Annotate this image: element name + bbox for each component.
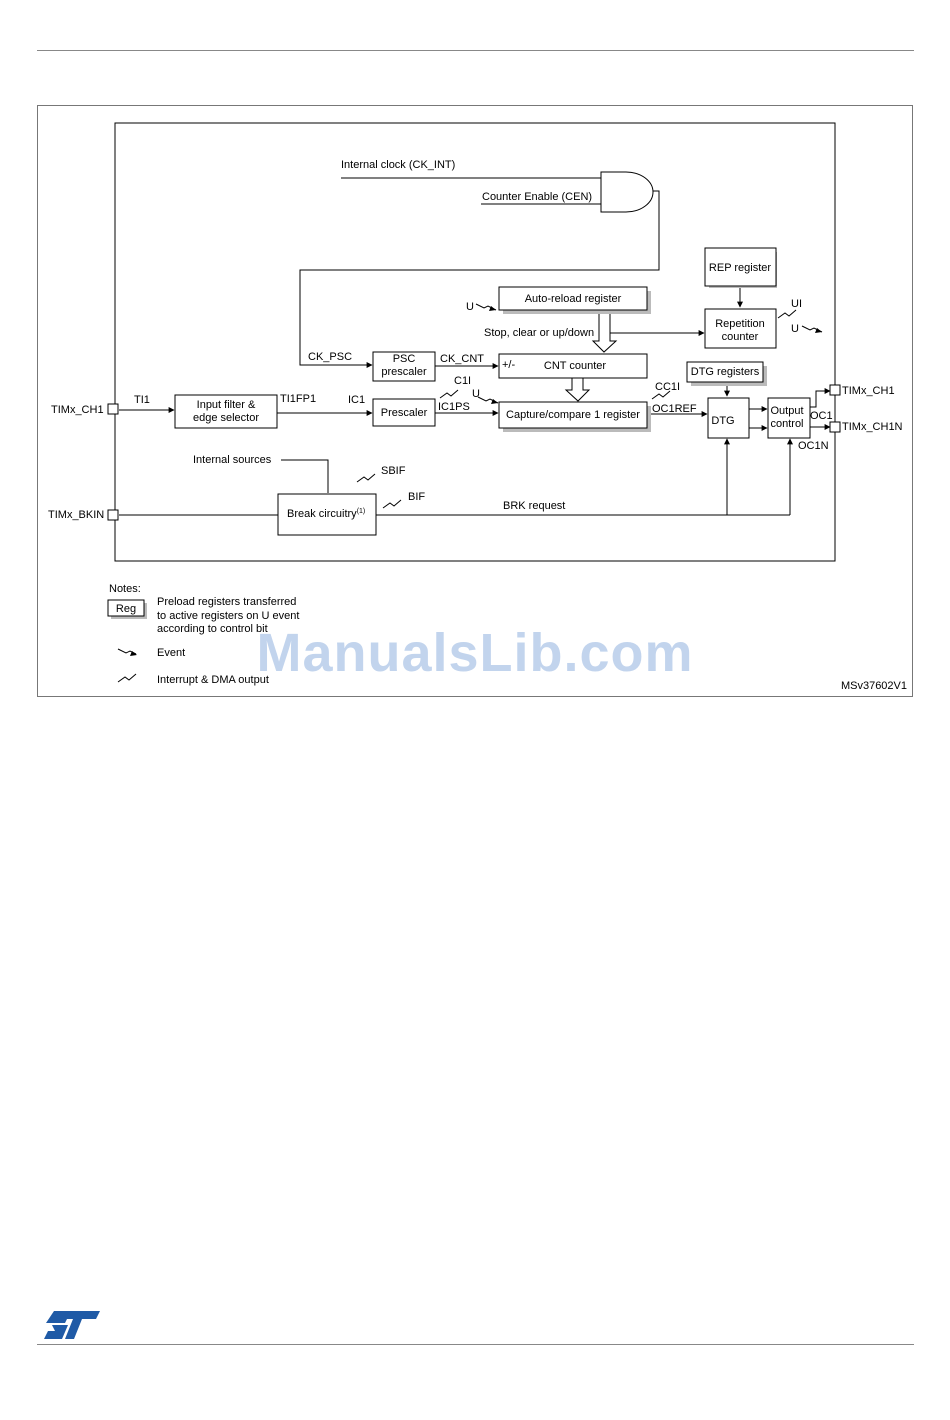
- preload-arrow-arr: [591, 311, 618, 353]
- watermark: ManualsLib.com: [256, 623, 694, 683]
- pin-timx-ch1n: [829, 421, 841, 433]
- timer-boundary: [114, 122, 836, 562]
- notes-interrupt-icon: [117, 673, 137, 683]
- input-filter-label-2: edge selector: [193, 412, 259, 424]
- notes-reg-text-2: to active registers on U event: [157, 610, 299, 622]
- timer-block-diagram: Input filter & edge selector PSC prescal…: [48, 122, 907, 692]
- output-control-label-2: control: [770, 418, 803, 430]
- interrupt-icon-cc1i: [651, 390, 671, 400]
- diagram-frame: [37, 105, 913, 697]
- label-oc1: OC1: [810, 410, 833, 422]
- pin-timx-ch1-in: [107, 403, 119, 415]
- label-timx-ch1-in: TIMx_CH1: [51, 404, 104, 416]
- event-arrowheads: [489, 306, 822, 404]
- break-label: Break circuitry(1): [287, 508, 365, 520]
- psc-label-1: PSC: [393, 353, 416, 365]
- label-stop-clear: Stop, clear or up/down: [484, 327, 594, 339]
- dtg-registers-label: DTG registers: [691, 366, 760, 378]
- label-bif: BIF: [408, 491, 425, 503]
- label-ti1fp1: TI1FP1: [280, 393, 316, 405]
- interrupt-icon-c1i: [439, 389, 459, 399]
- notes-legend: Notes: Reg Preload registers transferred…: [107, 583, 299, 686]
- label-ck-int: Internal clock (CK_INT): [341, 159, 455, 171]
- cnt-label: CNT counter: [544, 360, 606, 372]
- label-oc1n: OC1N: [798, 440, 829, 452]
- block-input-filter: Input filter & edge selector: [174, 394, 278, 429]
- preload-arrow-cnt: [564, 377, 591, 402]
- block-break-circuitry: Break circuitry(1): [277, 493, 377, 536]
- label-u-arr: U: [466, 301, 474, 313]
- wires: [119, 177, 831, 516]
- notes-reg-label: Reg: [116, 603, 136, 615]
- pin-timx-bkin: [107, 509, 119, 521]
- notes-event-label: Event: [157, 647, 185, 659]
- notes-reg-text-1: Preload registers transferred: [157, 596, 296, 608]
- footer-rule: [37, 1344, 914, 1345]
- block-rep-register: REP register: [704, 247, 777, 288]
- input-filter-label-1: Input filter &: [197, 399, 256, 411]
- block-dtg: DTG: [707, 397, 750, 439]
- label-brk-request: BRK request: [503, 500, 565, 512]
- label-ui: UI: [791, 298, 802, 310]
- label-ti1: TI1: [134, 394, 150, 406]
- label-ck-psc: CK_PSC: [308, 351, 352, 363]
- label-ic1: IC1: [348, 394, 365, 406]
- prescaler-label: Prescaler: [381, 407, 428, 419]
- notes-interrupt-label: Interrupt & DMA output: [157, 674, 269, 686]
- pin-timx-ch1-out: [829, 384, 841, 396]
- dtg-label: DTG: [711, 415, 734, 427]
- label-ic1ps: IC1PS: [438, 401, 470, 413]
- block-capture-compare: Capture/compare 1 register: [498, 401, 651, 432]
- auto-reload-label: Auto-reload register: [525, 293, 622, 305]
- label-sbif: SBIF: [381, 465, 406, 477]
- block-dtg-registers: DTG registers: [686, 361, 767, 386]
- label-internal-sources: Internal sources: [193, 454, 272, 466]
- interrupt-icon-ui: [777, 309, 797, 319]
- label-ck-cnt: CK_CNT: [440, 353, 484, 365]
- capture-label: Capture/compare 1 register: [506, 409, 640, 421]
- output-control-label-1: Output: [770, 405, 803, 417]
- psc-label-2: prescaler: [381, 366, 427, 378]
- label-cen: Counter Enable (CEN): [482, 191, 592, 203]
- block-output-control: Output control: [767, 397, 811, 439]
- notes-title: Notes:: [109, 583, 141, 595]
- notes-reg-text-3: according to control bit: [157, 623, 268, 635]
- label-c1i: C1I: [454, 375, 471, 387]
- block-cnt-counter: +/- CNT counter: [498, 353, 648, 379]
- label-u-capture: U: [472, 388, 480, 400]
- updown-label: +/-: [502, 359, 515, 371]
- st-logo-icon: [44, 1311, 100, 1339]
- rep-counter-label-2: counter: [722, 331, 759, 343]
- block-repetition-counter: Repetition counter: [704, 308, 777, 349]
- label-u-rep: U: [791, 323, 799, 335]
- header-rule: [37, 50, 914, 51]
- label-timx-ch1-out: TIMx_CH1: [842, 385, 895, 397]
- interrupt-icon-sbif: [356, 473, 376, 483]
- and-gate: [600, 171, 654, 213]
- block-auto-reload: Auto-reload register: [498, 286, 651, 314]
- label-oc1ref: OC1REF: [652, 403, 697, 415]
- rep-register-label: REP register: [709, 262, 771, 274]
- block-psc-prescaler: PSC prescaler: [372, 351, 436, 382]
- label-cc1i: CC1I: [655, 381, 680, 393]
- figure-id: MSv37602V1: [841, 680, 907, 692]
- label-timx-bkin: TIMx_BKIN: [48, 509, 104, 521]
- rep-counter-label-1: Repetition: [715, 318, 765, 330]
- interrupt-icon-bif: [382, 499, 402, 509]
- label-timx-ch1n: TIMx_CH1N: [842, 421, 903, 433]
- block-prescaler: Prescaler: [372, 398, 436, 427]
